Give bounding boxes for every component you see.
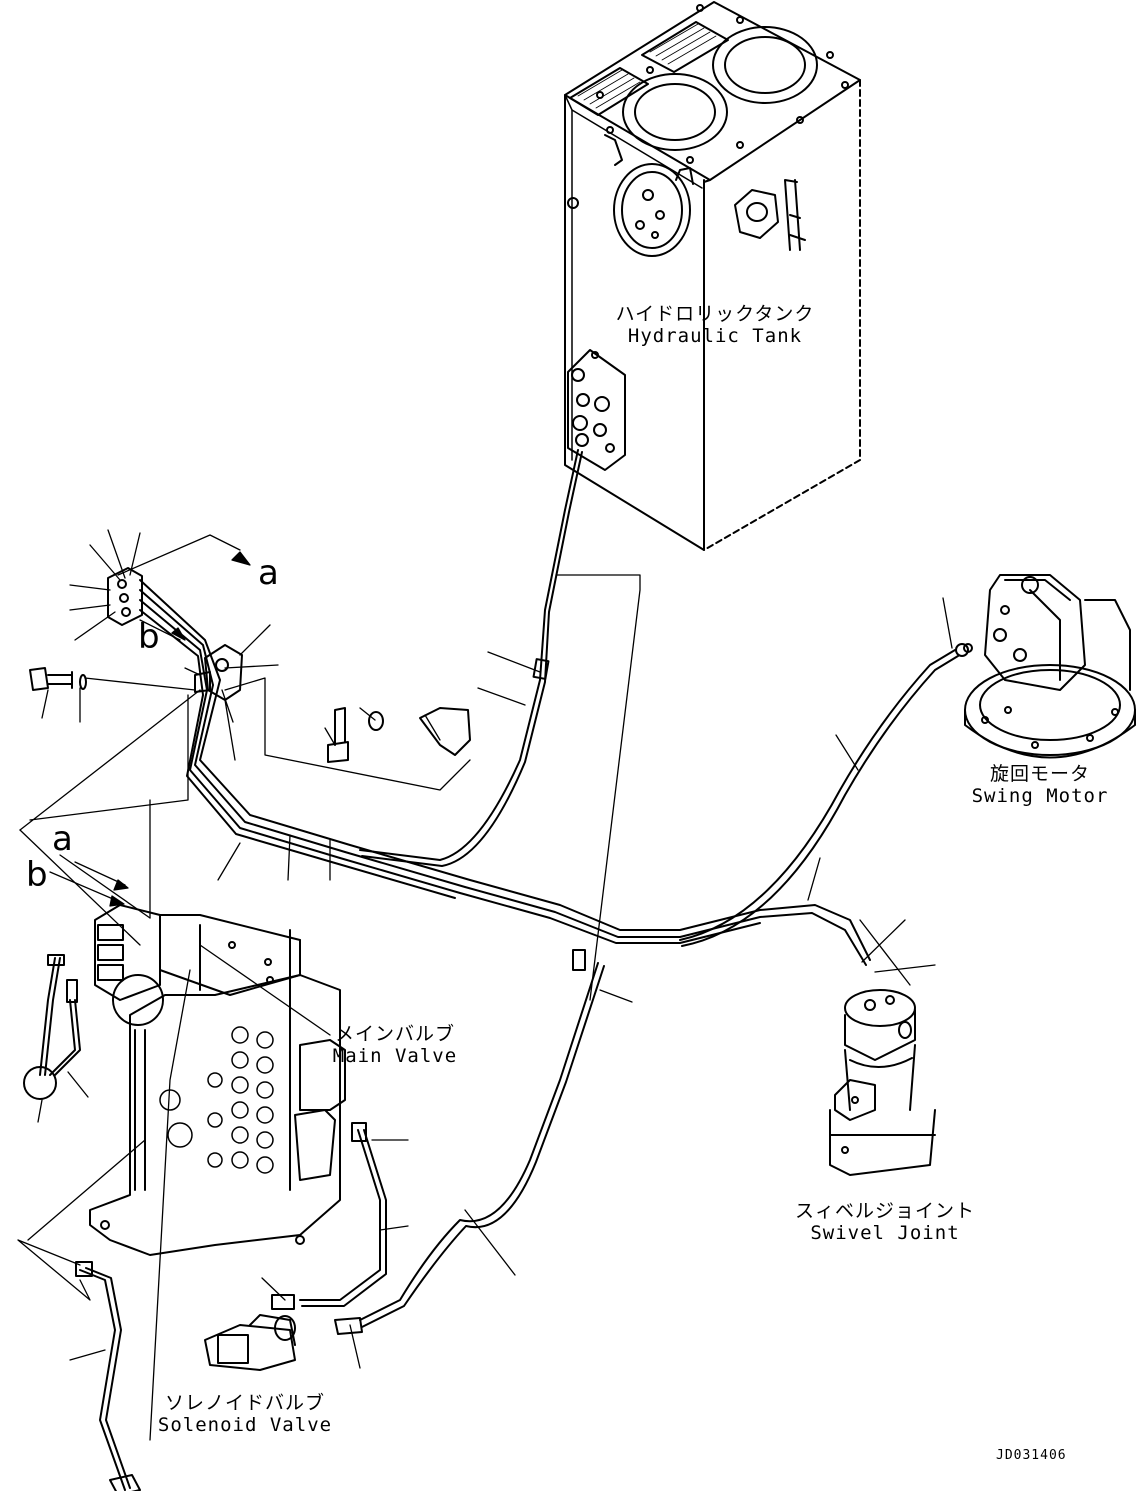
hydraulic-tank-label: ハイドロリックタンク Hydraulic Tank xyxy=(605,303,825,347)
swing-motor-label-en: Swing Motor xyxy=(971,785,1109,807)
leader-lines xyxy=(17,529,953,1441)
callout-b-top: b xyxy=(138,617,160,657)
solenoid-valve-label-jp: ソレノイドバルブ xyxy=(164,1392,325,1414)
solenoid-valve-label: ソレノイドバルブ Solenoid Valve xyxy=(150,1392,340,1436)
callout-a-bottom: a xyxy=(52,819,73,859)
swing-motor-label: 旋回モータ Swing Motor xyxy=(960,763,1120,807)
manifold-block-drawing xyxy=(29,567,471,763)
solenoid-valve-drawing xyxy=(204,1314,296,1371)
hydraulic-tank-label-en: Hydraulic Tank xyxy=(627,325,803,347)
solenoid-valve-label-en: Solenoid Valve xyxy=(157,1414,333,1436)
swing-motor-label-jp: 旋回モータ xyxy=(989,763,1090,785)
swivel-joint-label-en: Swivel Joint xyxy=(810,1222,960,1244)
swivel-joint-label-jp: スィベルジョイント xyxy=(794,1200,975,1222)
callout-b-bottom: b xyxy=(26,855,48,895)
hose-lines xyxy=(23,449,973,1491)
swivel-joint-drawing xyxy=(829,989,936,1176)
swing-motor-drawing xyxy=(964,574,1136,759)
callout-a-top: a xyxy=(258,553,279,593)
main-valve-label-en: Main Valve xyxy=(332,1045,458,1067)
swivel-joint-label: スィベルジョイント Swivel Joint xyxy=(785,1200,985,1244)
hydraulic-tank-drawing xyxy=(564,1,861,551)
main-valve-drawing xyxy=(89,904,346,1256)
main-valve-label: メインバルブ Main Valve xyxy=(325,1023,465,1067)
hydraulic-tank-label-jp: ハイドロリックタンク xyxy=(615,303,815,325)
main-valve-label-jp: メインバルブ xyxy=(334,1023,455,1045)
drawing-number: JD031406 xyxy=(996,1448,1067,1463)
